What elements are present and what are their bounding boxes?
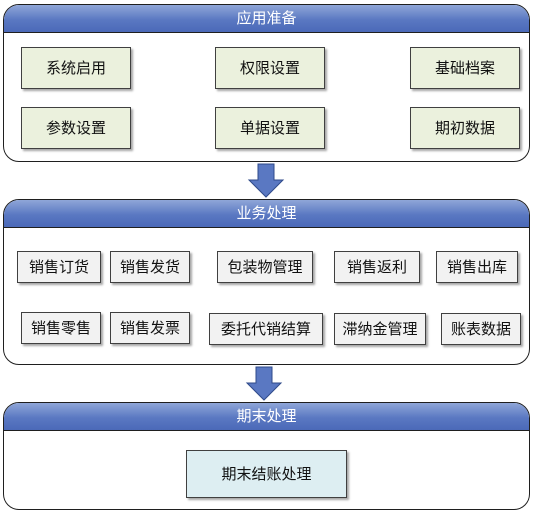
node-label: 滞纳金管理: [342, 320, 418, 338]
node-sales-retail[interactable]: 销售零售: [21, 312, 101, 344]
node-parameter-settings[interactable]: 参数设置: [21, 107, 131, 149]
node-report-data[interactable]: 账表数据: [441, 313, 521, 345]
node-label: 销售发货: [119, 258, 180, 276]
node-label: 销售订货: [28, 258, 89, 276]
node-label: 参数设置: [45, 119, 106, 137]
node-label: 账表数据: [450, 320, 511, 338]
node-late-fee-management[interactable]: 滞纳金管理: [334, 313, 426, 345]
node-label: 销售出库: [446, 258, 507, 276]
node-label: 包装物管理: [227, 258, 303, 276]
node-label: 基础档案: [434, 59, 495, 77]
node-label: 期初数据: [434, 119, 495, 137]
section-title: 业务处理: [4, 200, 529, 228]
node-label: 销售零售: [30, 319, 91, 337]
node-sales-outbound[interactable]: 销售出库: [436, 251, 518, 283]
node-sales-delivery[interactable]: 销售发货: [110, 251, 190, 283]
section-title: 期末处理: [4, 403, 529, 431]
node-document-settings[interactable]: 单据设置: [215, 107, 325, 149]
node-label: 销售发票: [119, 319, 180, 337]
node-label: 单据设置: [239, 119, 300, 137]
down-arrow-icon: [247, 163, 285, 198]
section-title: 应用准备: [4, 5, 529, 33]
node-permission-settings[interactable]: 权限设置: [215, 47, 325, 89]
node-basic-archives[interactable]: 基础档案: [410, 47, 520, 89]
node-label: 期末结账处理: [221, 465, 312, 483]
node-label: 委托代销结算: [220, 320, 311, 338]
node-label: 系统启用: [45, 59, 106, 77]
node-sales-order[interactable]: 销售订货: [17, 251, 101, 283]
node-opening-data[interactable]: 期初数据: [410, 107, 520, 149]
node-label: 销售返利: [346, 258, 407, 276]
node-label: 权限设置: [239, 59, 300, 77]
node-sales-invoice[interactable]: 销售发票: [110, 312, 190, 344]
node-packaging-management[interactable]: 包装物管理: [217, 251, 313, 283]
node-consignment-settlement[interactable]: 委托代销结算: [209, 313, 323, 345]
node-sales-rebate[interactable]: 销售返利: [334, 251, 420, 283]
down-arrow-icon: [245, 366, 283, 401]
node-system-enable[interactable]: 系统启用: [21, 47, 131, 89]
node-period-end-closing[interactable]: 期末结账处理: [186, 450, 347, 498]
